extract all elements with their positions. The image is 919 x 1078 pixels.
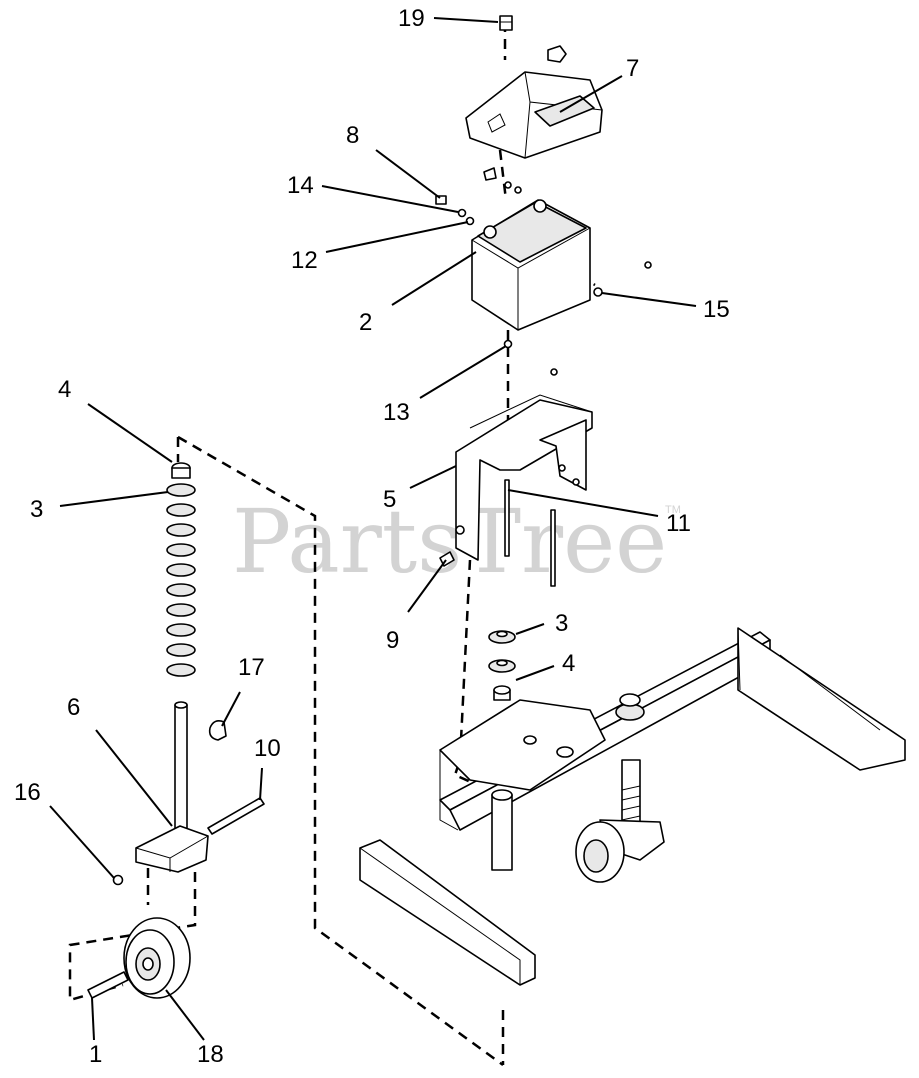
callout-19[interactable]: 19 <box>398 5 425 32</box>
callout-6[interactable]: 6 <box>67 694 80 721</box>
watermark-text: PartsTree <box>232 490 667 593</box>
left-spring-washer-stack[interactable] <box>166 462 196 677</box>
nut-16[interactable] <box>112 874 124 886</box>
callout-4-right[interactable]: 4 <box>562 650 575 677</box>
hold-down-rods-11[interactable] <box>504 479 556 587</box>
nut-part-2[interactable] <box>550 368 558 376</box>
nut-part[interactable] <box>547 45 567 63</box>
battery-2[interactable] <box>471 199 591 331</box>
callout-18[interactable]: 18 <box>197 1041 224 1068</box>
callout-4-left[interactable]: 4 <box>58 376 71 403</box>
callout-3-right[interactable]: 3 <box>555 610 568 637</box>
callout-14[interactable]: 14 <box>287 172 314 199</box>
callout-10[interactable]: 10 <box>254 735 281 762</box>
callout-16[interactable]: 16 <box>14 779 41 806</box>
battery-bracket-5[interactable] <box>455 394 593 561</box>
callout-17[interactable]: 17 <box>238 654 265 681</box>
nut-15[interactable] <box>593 287 603 297</box>
callout-3-left[interactable]: 3 <box>30 496 43 523</box>
callout-9[interactable]: 9 <box>386 627 399 654</box>
caster-yoke-6[interactable] <box>135 701 209 873</box>
callout-8[interactable]: 8 <box>346 122 359 149</box>
callout-1[interactable]: 1 <box>89 1041 102 1068</box>
callout-15[interactable]: 15 <box>703 296 730 323</box>
right-spring-washers[interactable] <box>488 630 516 701</box>
watermark-trademark: TM <box>665 504 681 516</box>
callout-labels: 19 7 8 14 12 2 15 13 4 3 5 11 9 3 4 17 6… <box>14 5 730 1068</box>
battery-cover-7[interactable] <box>465 71 603 159</box>
washer-13[interactable] <box>503 339 513 349</box>
callout-5[interactable]: 5 <box>383 486 396 513</box>
callout-7[interactable]: 7 <box>626 55 639 82</box>
caster-wheel-18[interactable] <box>123 917 191 999</box>
axle-pin-1[interactable] <box>87 971 129 999</box>
callout-13[interactable]: 13 <box>383 399 410 426</box>
bolt-10[interactable] <box>207 797 265 835</box>
front-axle-frame[interactable] <box>359 627 906 986</box>
callout-leaders <box>49 17 697 1041</box>
callout-11[interactable]: 11 <box>666 510 691 537</box>
callout-2[interactable]: 2 <box>359 309 372 336</box>
right-caster-wheel[interactable] <box>575 693 665 883</box>
screw-19[interactable] <box>499 15 513 31</box>
callout-12[interactable]: 12 <box>291 247 318 274</box>
